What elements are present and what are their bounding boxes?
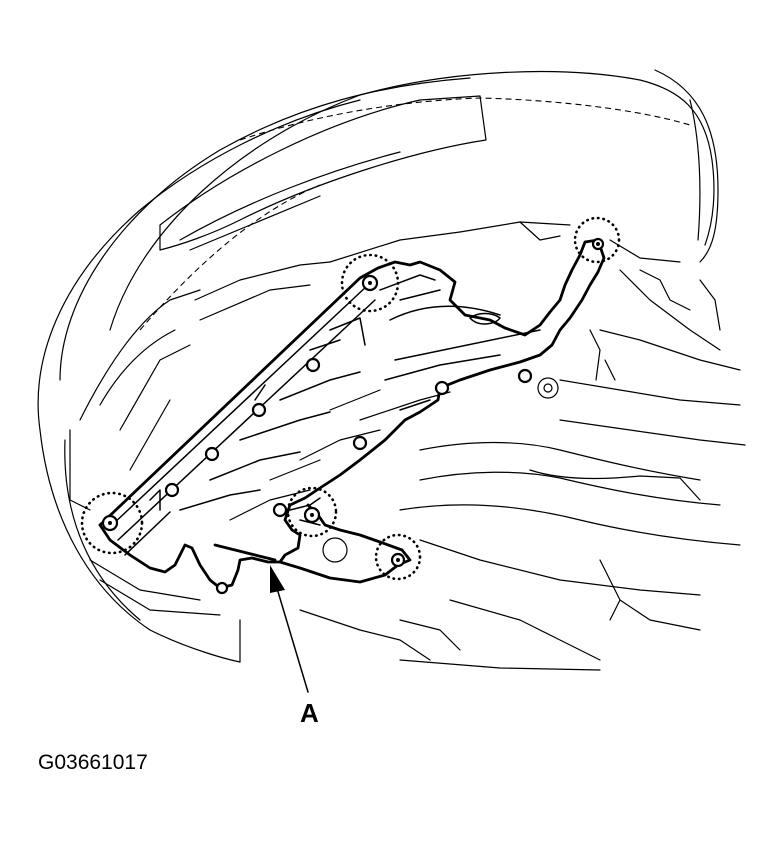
bolt-highlight-circles bbox=[80, 216, 621, 581]
bolt-locations bbox=[101, 237, 605, 568]
air-guide-panel bbox=[159, 95, 487, 251]
mounting-holes bbox=[164, 357, 533, 595]
arrowhead-icon bbox=[270, 565, 285, 593]
callout-arrow bbox=[270, 565, 309, 693]
splash-shield-undercover bbox=[98, 238, 606, 590]
vehicle-body-outline bbox=[37, 69, 719, 663]
frame-detail-lines bbox=[69, 221, 746, 671]
figure-id: G03661017 bbox=[38, 751, 148, 774]
callout-label-a: A bbox=[300, 698, 319, 728]
